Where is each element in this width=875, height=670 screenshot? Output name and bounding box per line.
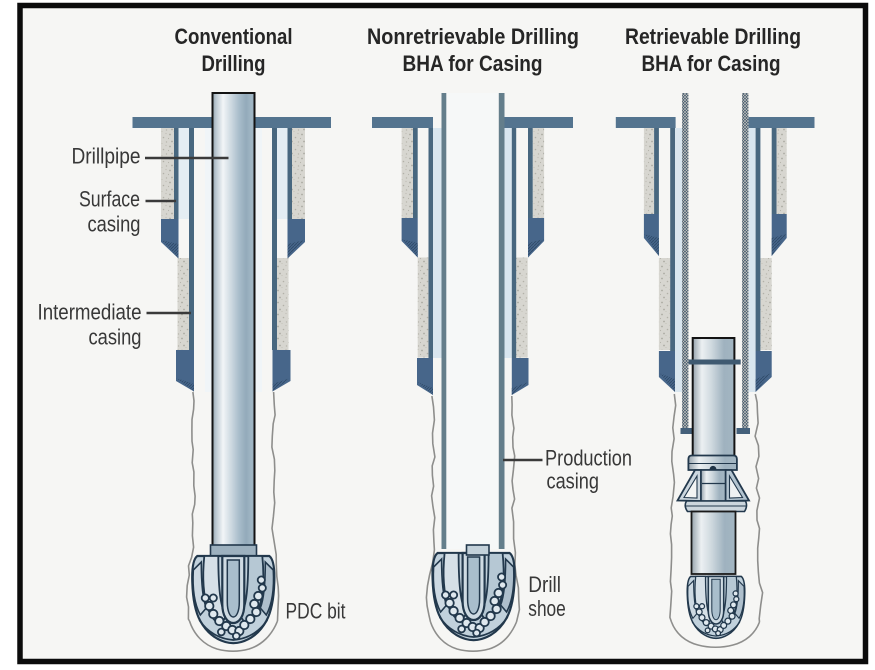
svg-text:Retrievable Drilling: Retrievable Drilling [625, 24, 801, 49]
svg-text:Drillpipe: Drillpipe [72, 144, 141, 169]
svg-text:Drilling: Drilling [202, 51, 266, 76]
svg-text:BHA for Casing: BHA for Casing [403, 51, 543, 76]
svg-text:shoe: shoe [528, 596, 566, 621]
svg-text:casing: casing [547, 469, 600, 494]
svg-text:casing: casing [88, 212, 141, 237]
svg-text:Intermediate: Intermediate [38, 300, 142, 325]
svg-text:Nonretrievable Drilling: Nonretrievable Drilling [367, 24, 579, 49]
svg-text:Surface: Surface [79, 187, 140, 212]
svg-text:Conventional: Conventional [175, 24, 293, 49]
svg-text:PDC bit: PDC bit [286, 599, 346, 624]
svg-text:BHA for Casing: BHA for Casing [642, 51, 781, 76]
svg-text:Production: Production [545, 446, 632, 471]
svg-text:Drill: Drill [528, 572, 561, 597]
svg-text:casing: casing [89, 325, 142, 350]
